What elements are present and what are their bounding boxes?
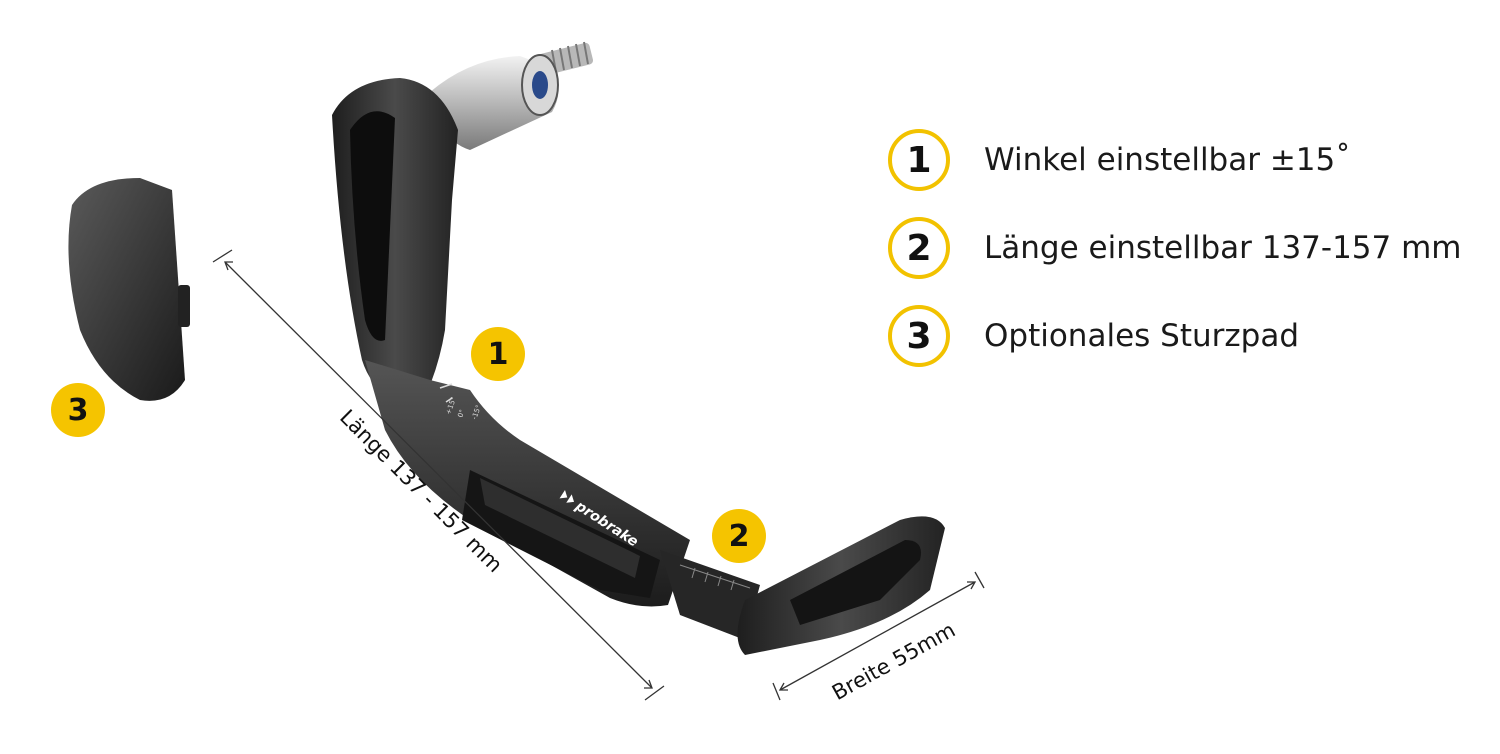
legend-badge-1: 1: [888, 129, 950, 191]
width-dimension-line: [772, 571, 985, 701]
slider-section: [660, 550, 760, 640]
legend-item-angle: 1 Winkel einstellbar ±15˚: [888, 129, 1351, 191]
legend-text-crash-pad: Optionales Sturzpad: [984, 318, 1299, 354]
marker-1: 1: [471, 327, 525, 381]
legend-item-length: 2 Länge einstellbar 137-157 mm: [888, 217, 1462, 279]
mount-arm: [332, 78, 458, 400]
length-scale: [679, 564, 751, 591]
crash-pad: [68, 178, 185, 401]
marker-2: 2: [712, 509, 766, 563]
legend-badge-2: 2: [888, 217, 950, 279]
legend-badge-3: 3: [888, 305, 950, 367]
length-dimension-line: [212, 249, 665, 701]
legend-text-length: Länge einstellbar 137-157 mm: [984, 230, 1462, 266]
marker-3: 3: [51, 383, 105, 437]
legend-item-crash-pad: 3 Optionales Sturzpad: [888, 305, 1299, 367]
svg-text:0°: 0°: [456, 408, 466, 418]
legend-text-angle: Winkel einstellbar ±15˚: [984, 142, 1351, 178]
